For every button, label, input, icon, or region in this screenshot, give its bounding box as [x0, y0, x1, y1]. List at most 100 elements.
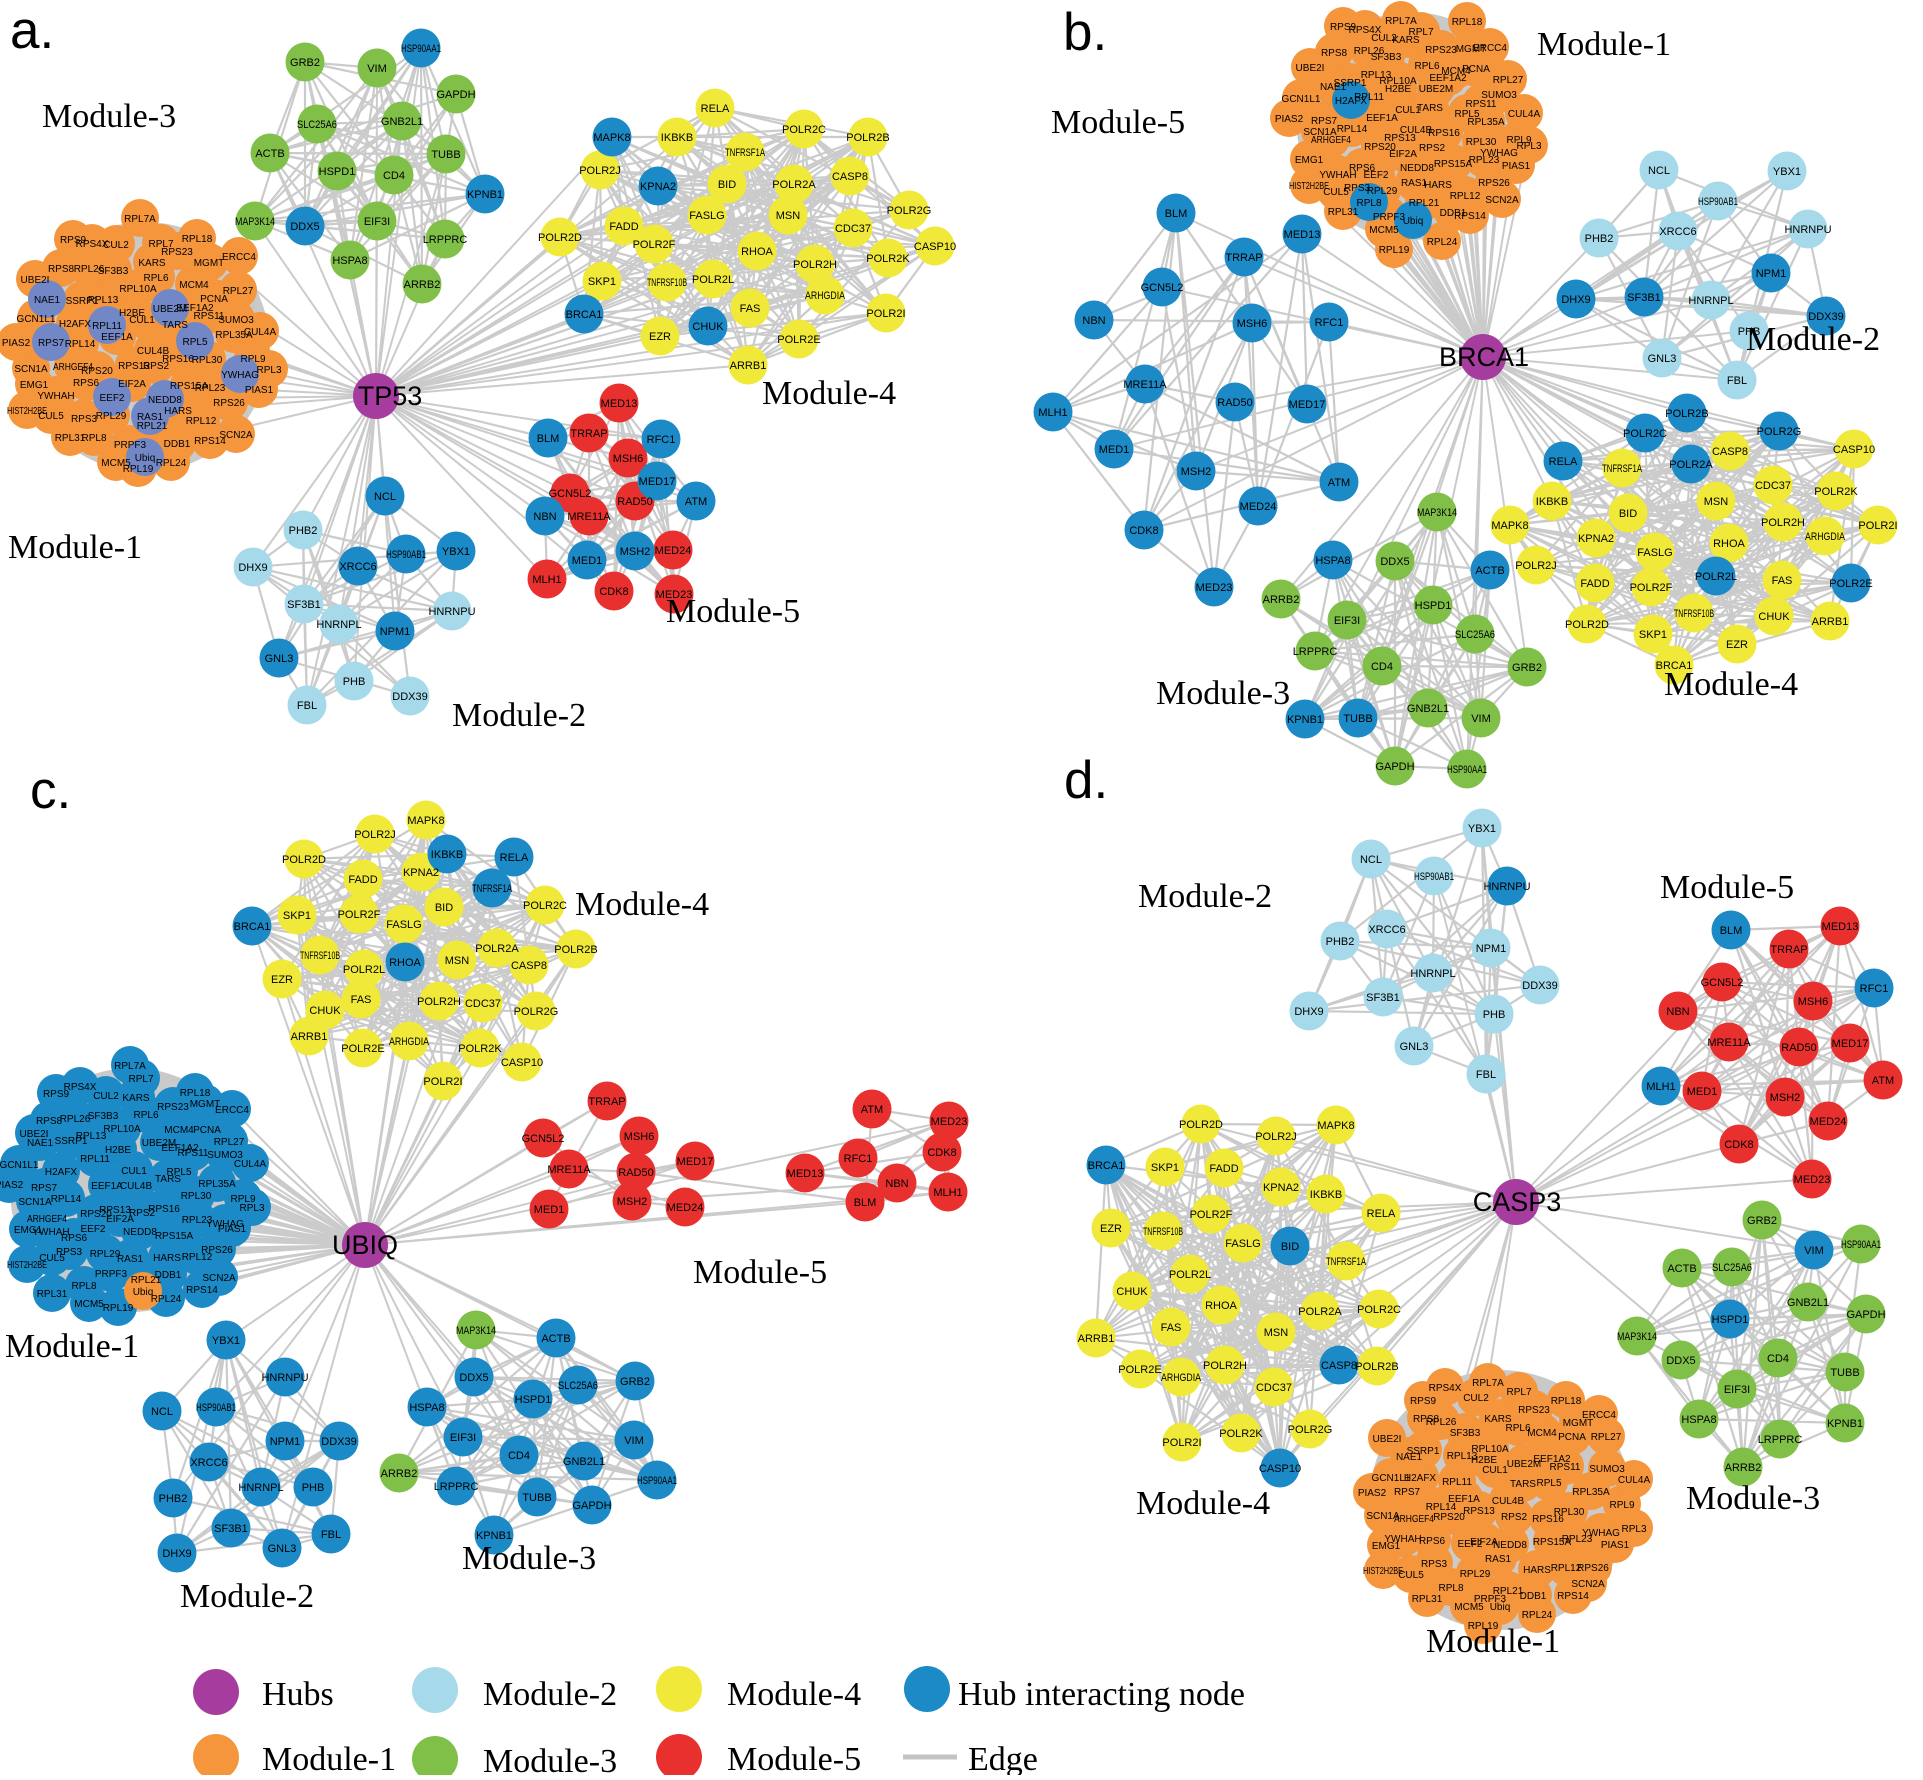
svg-text:RPS16: RPS16: [148, 1204, 180, 1215]
svg-text:TUBB: TUBB: [1830, 1367, 1859, 1379]
svg-text:KPNB1: KPNB1: [1827, 1418, 1863, 1430]
svg-text:POLR2C: POLR2C: [1623, 428, 1667, 440]
svg-text:GCN5L2: GCN5L2: [522, 1133, 565, 1145]
svg-text:IKBKB: IKBKB: [431, 849, 463, 861]
svg-text:SKP1: SKP1: [1639, 629, 1667, 641]
svg-text:MED1: MED1: [534, 1204, 565, 1216]
svg-text:H2AFX: H2AFX: [1335, 96, 1368, 107]
svg-text:RPS11: RPS11: [178, 1148, 209, 1159]
svg-text:RPS11: RPS11: [1550, 1462, 1581, 1473]
svg-text:RPL5: RPL5: [182, 337, 207, 348]
svg-text:POLR2A: POLR2A: [1669, 459, 1713, 471]
svg-text:POLR2B: POLR2B: [554, 944, 597, 956]
svg-text:RPS3: RPS3: [56, 1247, 83, 1258]
svg-text:MED13: MED13: [601, 398, 638, 410]
svg-text:RPL7A: RPL7A: [1472, 1378, 1504, 1389]
svg-text:RPS20: RPS20: [1364, 142, 1396, 153]
svg-text:RAS1: RAS1: [1485, 1554, 1512, 1565]
svg-text:RPL27: RPL27: [214, 1137, 245, 1148]
svg-text:RPL31: RPL31: [55, 433, 86, 444]
svg-text:SCN2A: SCN2A: [1571, 1579, 1605, 1590]
svg-text:NEDD8: NEDD8: [148, 395, 182, 406]
svg-text:RPL29: RPL29: [1367, 186, 1398, 197]
svg-text:POLR2K: POLR2K: [458, 1043, 502, 1055]
svg-text:RPL26: RPL26: [60, 1114, 91, 1125]
svg-text:GCN5L2: GCN5L2: [1141, 282, 1184, 294]
svg-text:SF3B1: SF3B1: [214, 1523, 248, 1535]
svg-text:Module-2: Module-2: [180, 1578, 314, 1615]
svg-text:RPL12: RPL12: [182, 1252, 213, 1263]
svg-text:RHOA: RHOA: [389, 957, 421, 969]
svg-text:GAPDH: GAPDH: [572, 1500, 611, 1512]
svg-text:TNFRSF10B: TNFRSF10B: [300, 950, 340, 962]
svg-text:EEF1A: EEF1A: [1448, 1494, 1480, 1505]
svg-text:RPL8: RPL8: [1356, 198, 1381, 209]
svg-text:RPL8: RPL8: [1438, 1583, 1463, 1594]
svg-text:CASP8: CASP8: [511, 960, 547, 972]
svg-text:RPL19: RPL19: [123, 464, 154, 475]
svg-text:RPL13: RPL13: [1447, 1451, 1478, 1462]
svg-text:Module-5: Module-5: [1660, 869, 1794, 906]
svg-text:GRB2: GRB2: [620, 1376, 650, 1388]
svg-text:HNRNPU: HNRNPU: [428, 606, 475, 618]
svg-text:RPL18: RPL18: [1452, 17, 1483, 28]
svg-text:POLR2D: POLR2D: [1179, 1119, 1223, 1131]
svg-text:BID: BID: [435, 902, 453, 914]
svg-text:GNL3: GNL3: [1648, 353, 1677, 365]
svg-text:EMG1: EMG1: [20, 380, 49, 391]
svg-text:RPS13: RPS13: [1463, 1506, 1495, 1517]
svg-text:KARS: KARS: [138, 258, 166, 269]
svg-text:RAD50: RAD50: [617, 496, 652, 508]
svg-text:PHB: PHB: [302, 1482, 325, 1494]
svg-text:UBE2I: UBE2I: [1296, 63, 1325, 74]
svg-text:FBL: FBL: [321, 1529, 341, 1541]
svg-text:RPS8: RPS8: [48, 264, 75, 275]
svg-text:RPL9: RPL9: [1506, 135, 1531, 146]
svg-text:MED24: MED24: [655, 545, 692, 557]
svg-text:DHX9: DHX9: [162, 1548, 191, 1560]
svg-text:MLH1: MLH1: [933, 1187, 962, 1199]
svg-text:RPS7: RPS7: [1394, 1487, 1421, 1498]
svg-text:RPL8: RPL8: [81, 433, 106, 444]
svg-text:HSPA8: HSPA8: [1681, 1414, 1716, 1426]
svg-text:HNRNPU: HNRNPU: [1483, 881, 1530, 893]
svg-text:KPNA2: KPNA2: [403, 867, 439, 879]
svg-text:EIF2A: EIF2A: [118, 379, 146, 390]
svg-text:CASP8: CASP8: [1712, 446, 1748, 458]
svg-text:POLR2A: POLR2A: [475, 943, 519, 955]
svg-text:Module-3: Module-3: [1156, 675, 1290, 712]
svg-text:FASLG: FASLG: [1637, 547, 1672, 559]
svg-text:ATM: ATM: [1328, 477, 1350, 489]
svg-text:MED13: MED13: [1822, 921, 1859, 933]
svg-text:RPL30: RPL30: [181, 1191, 212, 1202]
svg-text:SCN1A: SCN1A: [14, 364, 48, 375]
svg-text:RPL29: RPL29: [1460, 1569, 1491, 1580]
svg-text:PHB2: PHB2: [1326, 936, 1355, 948]
svg-text:NPM1: NPM1: [1476, 943, 1507, 955]
svg-text:RPS16: RPS16: [1532, 1514, 1564, 1525]
svg-text:ARHGEF4: ARHGEF4: [53, 362, 93, 373]
svg-text:TARS: TARS: [1510, 1479, 1536, 1490]
svg-text:H2BE: H2BE: [1385, 84, 1411, 95]
svg-text:MAPK8: MAPK8: [407, 815, 444, 827]
svg-text:PCNA: PCNA: [200, 294, 228, 305]
svg-text:RPS26: RPS26: [1577, 1563, 1609, 1574]
svg-text:RPS7: RPS7: [1311, 116, 1338, 127]
svg-text:XRCC6: XRCC6: [190, 1457, 227, 1469]
svg-text:HSP90AB1: HSP90AB1: [386, 549, 426, 561]
svg-text:RPS8: RPS8: [1413, 1414, 1440, 1425]
svg-text:CUL5: CUL5: [1398, 1570, 1424, 1581]
svg-text:UBE2I: UBE2I: [20, 1129, 49, 1140]
svg-text:EIF3I: EIF3I: [1724, 1384, 1750, 1396]
svg-text:HNRNPL: HNRNPL: [1410, 968, 1455, 980]
svg-text:TNFRSF1A: TNFRSF1A: [1326, 1256, 1366, 1268]
svg-text:EEF2: EEF2: [99, 393, 124, 404]
svg-text:MED1: MED1: [572, 555, 603, 567]
svg-text:RPL13: RPL13: [1361, 70, 1392, 81]
svg-text:SCN1A: SCN1A: [1303, 127, 1337, 138]
svg-text:NBN: NBN: [885, 1178, 908, 1190]
svg-text:RPS13: RPS13: [1384, 133, 1416, 144]
svg-text:RAD50: RAD50: [618, 1167, 653, 1179]
svg-text:ARRB2: ARRB2: [1725, 1462, 1762, 1474]
svg-text:MLH1: MLH1: [1038, 407, 1067, 419]
